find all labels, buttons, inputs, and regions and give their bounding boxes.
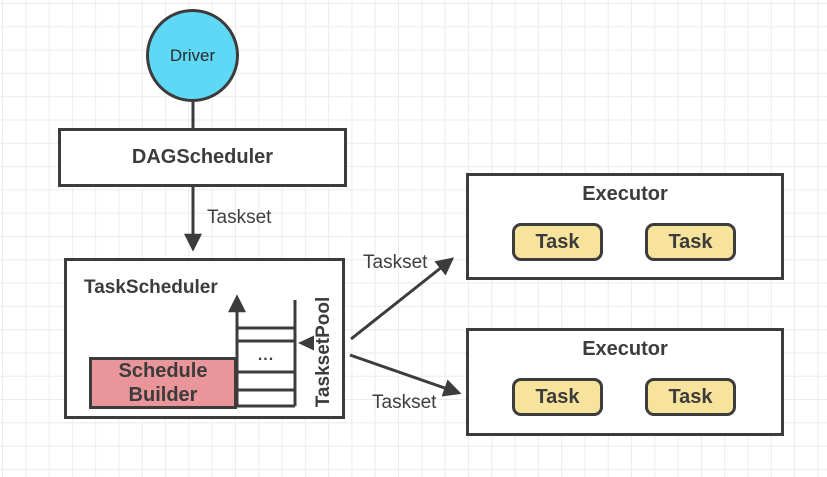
edge-to-executor-2 xyxy=(349,353,462,397)
dag-scheduler-label: DAGScheduler xyxy=(131,146,274,168)
executor-node-1: Executor Task Task xyxy=(466,173,784,280)
schedule-builder-label: Schedule Builder xyxy=(118,360,208,406)
schedule-builder-node: Schedule Builder xyxy=(89,357,237,409)
driver-label: Driver xyxy=(169,45,216,65)
edge-label-taskset-executor-1: Taskset xyxy=(363,252,428,273)
queue-ellipsis: ... xyxy=(257,347,275,364)
task-chip: Task xyxy=(512,223,603,261)
task-label: Task xyxy=(668,385,713,408)
edge-label-taskset-dag: Taskset xyxy=(207,207,272,228)
task-chip: Task xyxy=(645,223,736,261)
executor-node-2: Executor Task Task xyxy=(466,328,784,436)
edge-label-taskset-executor-2: Taskset xyxy=(372,392,437,413)
dag-scheduler-node: DAGScheduler xyxy=(58,128,347,187)
task-label: Task xyxy=(535,230,580,253)
task-label: Task xyxy=(668,230,713,253)
taskset-pool-label: TasksetPool xyxy=(313,296,334,408)
task-scheduler-label: TaskScheduler xyxy=(84,277,218,298)
task-label: Task xyxy=(535,385,580,408)
executor-2-label: Executor xyxy=(582,338,668,360)
driver-node: Driver xyxy=(146,9,239,102)
task-chip: Task xyxy=(645,378,736,416)
executor-1-label: Executor xyxy=(582,183,668,205)
task-chip: Task xyxy=(512,378,603,416)
